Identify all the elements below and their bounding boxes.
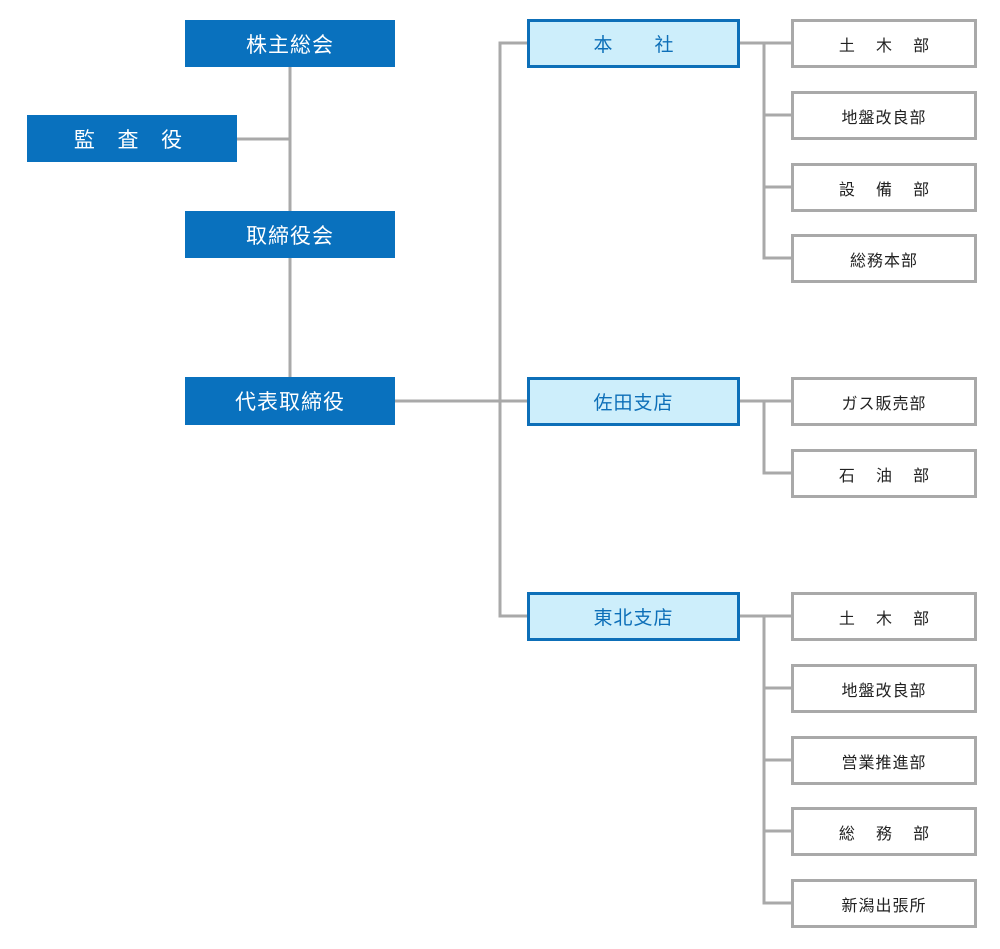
honsha-dept-general-affairs-hq: 総務本部 xyxy=(791,234,977,283)
tohoku-niigata-office: 新潟出張所 xyxy=(791,879,977,928)
branch-sada-box: 佐田支店 xyxy=(527,377,740,426)
shareholders-meeting-box: 株主総会 xyxy=(185,20,395,67)
sada-dept-gas-sales: ガス販売部 xyxy=(791,377,977,426)
tohoku-dept-general-affairs: 総 務 部 xyxy=(791,807,977,856)
sada-dept-oil: 石 油 部 xyxy=(791,449,977,498)
honsha-dept-ground-improvement: 地盤改良部 xyxy=(791,91,977,140)
tohoku-dept-civil: 土 木 部 xyxy=(791,592,977,641)
auditor-box: 監 査 役 xyxy=(27,115,237,162)
branch-tohoku-box: 東北支店 xyxy=(527,592,740,641)
president-box: 代表取締役 xyxy=(185,377,395,425)
branch-honsha-box: 本 社 xyxy=(527,19,740,68)
tohoku-dept-sales-promotion: 営業推進部 xyxy=(791,736,977,785)
honsha-dept-civil: 土 木 部 xyxy=(791,19,977,68)
honsha-dept-equipment: 設 備 部 xyxy=(791,163,977,212)
board-of-directors-box: 取締役会 xyxy=(185,211,395,258)
tohoku-dept-ground-improvement: 地盤改良部 xyxy=(791,664,977,713)
